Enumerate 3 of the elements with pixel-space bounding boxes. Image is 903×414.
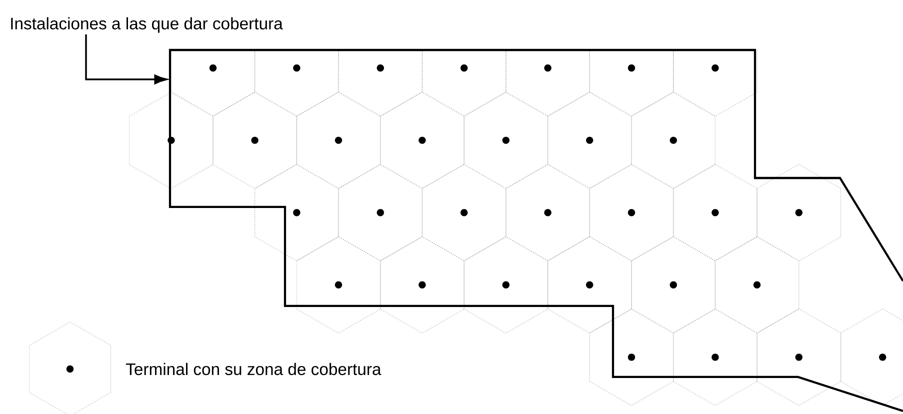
caption-text: Instalaciones a las que dar cobertura — [11, 17, 283, 33]
legend-text: Terminal con su zona de cobertura — [126, 362, 382, 376]
arrow — [85, 34, 168, 84]
